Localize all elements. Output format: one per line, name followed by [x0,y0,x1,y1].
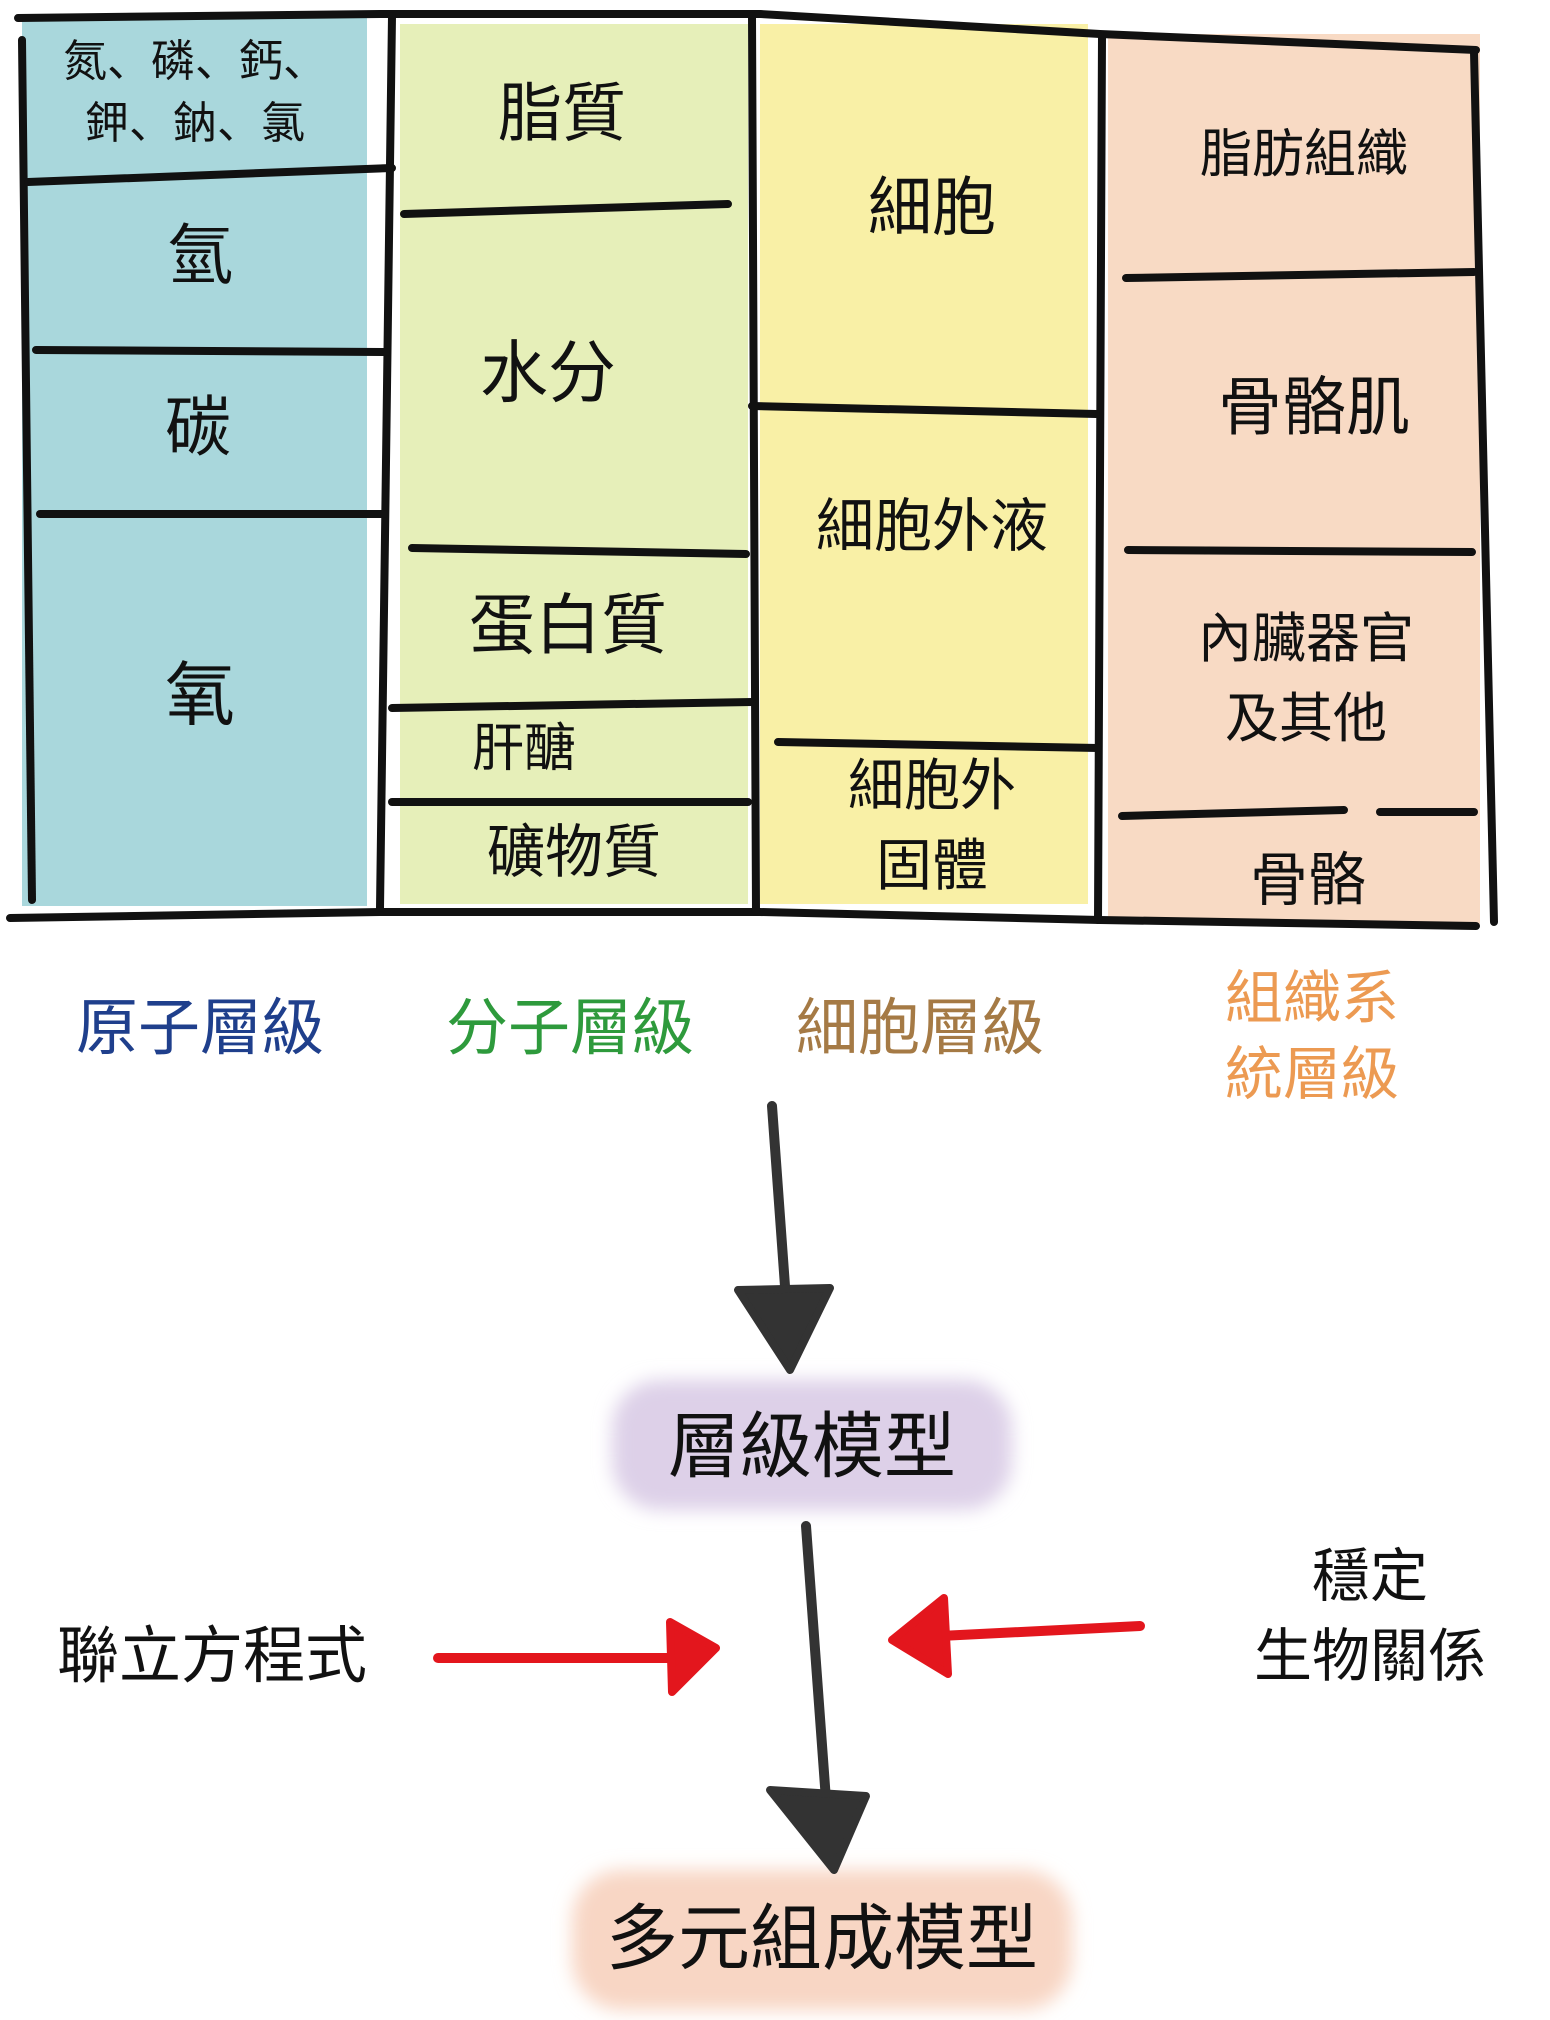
tissue-row-line-1 [1122,268,1478,282]
arrow-down-to-level-model [734,1101,834,1374]
atomic-row-line-1 [24,164,396,186]
stable-biological-relations-label: 穩定生物關係 [1254,1542,1486,1690]
atomic-column-cells: 氮、磷、鈣、鉀、鈉、氯 氫 碳 氧 [63,36,327,736]
tissue-cell-visceral-organs: 內臟器官及其他 [1198,607,1414,750]
molecular-cell-glycogen: 肝醣 [472,719,576,779]
tissue-cell-skeletal-muscle: 骨骼肌 [1218,372,1410,446]
cellular-cell-extracellular-fluid: 細胞外液 [816,492,1048,560]
atomic-row-line-2 [32,346,390,356]
arrow-from-simultaneous-equations [433,1618,720,1696]
cellular-cell-cell: 細胞 [868,172,996,246]
tissue-row-line-2 [1124,546,1476,556]
top-border [14,10,1480,54]
atomic-column-bg [22,14,367,906]
multi-model-label: 多元組成模型 [606,1897,1038,1981]
molecular-row-line-2 [408,544,750,558]
arrow-from-stable-biological-relations [888,1594,1145,1678]
atomic-cell-oxygen: 氧 [165,654,235,736]
cellular-row-line-2 [774,738,1102,752]
tissue-column-cells: 脂肪組織 骨骼肌 內臟器官及其他 骨骼 [1198,125,1414,914]
molecular-column-cells: 脂質 水分 蛋白質 肝醣 礦物質 [469,78,667,887]
tissue-column-bg [1108,34,1480,924]
level-labels: 原子層級 分子層級 細胞層級 組織系統層級 [76,964,1399,1108]
label-molecular-level: 分子層級 [446,991,694,1064]
left-border [18,36,36,904]
tissue-row-line-3a [1118,806,1348,820]
right-border [1470,48,1498,926]
label-atomic-level: 原子層級 [76,991,324,1064]
tissue-cell-bone: 骨骼 [1250,846,1366,914]
molecular-cell-mineral: 礦物質 [487,818,661,886]
label-tissue-level: 組織系統層級 [1225,964,1399,1108]
molecular-cell-lipid: 脂質 [498,78,626,152]
column-divider-1 [376,12,396,912]
molecular-row-line-3 [388,698,756,712]
flow-section: 層級模型 多元組成模型 聯立方程式 穩定生物關係 [57,1101,1486,2010]
molecular-row-line-1 [400,200,732,218]
atomic-cell-carbon: 碳 [165,389,231,466]
label-cellular-level: 細胞層級 [796,991,1044,1064]
simultaneous-equations-label: 聯立方程式 [57,1619,367,1692]
level-model-highlight [612,1380,1012,1510]
molecular-cell-water: 水分 [480,335,616,414]
molecular-cell-protein: 蛋白質 [469,587,667,664]
level-model-label: 層級模型 [668,1405,956,1489]
cellular-row-line-1 [748,402,1100,418]
cellular-column-bg [760,24,1088,904]
table-grid [6,10,1498,930]
multi-model-highlight [572,1870,1072,2010]
cellular-column-cells: 細胞 細胞外液 細胞外固體 [816,172,1048,900]
atomic-cell-hydrogen: 氫 [167,217,233,294]
molecular-column-bg [400,24,748,904]
column-divider-3 [1094,32,1106,924]
column-divider-2 [748,12,760,916]
arrow-down-to-multi-model [766,1521,870,1874]
cellular-cell-extracellular-solid: 細胞外固體 [848,754,1016,899]
column-backgrounds [22,14,1480,924]
tissue-cell-adipose: 脂肪組織 [1200,125,1408,185]
atomic-cell-trace-elements: 氮、磷、鈣、鉀、鈉、氯 [63,36,327,149]
